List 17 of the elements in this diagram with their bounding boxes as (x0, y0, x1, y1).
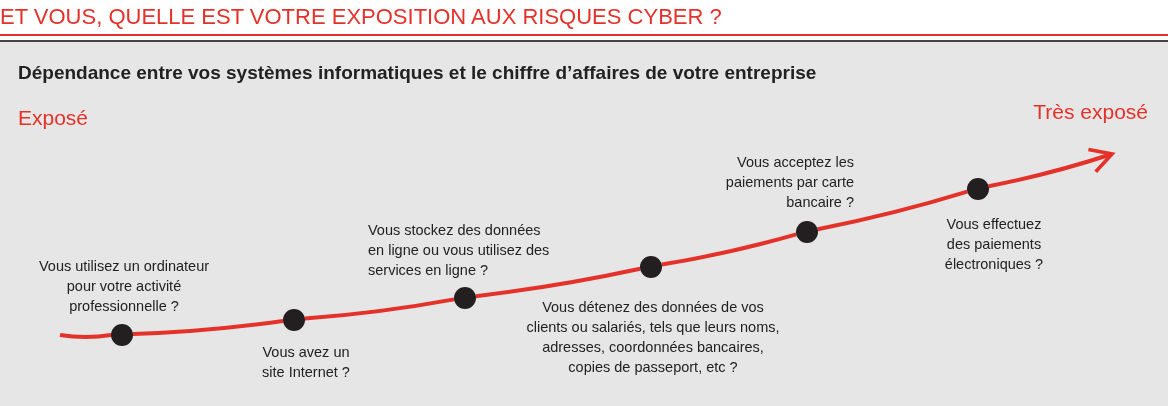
dot-marker (454, 287, 476, 309)
dot-marker (640, 256, 662, 278)
question-text: Vous détenez des données de vos clients ou salariés, tels que leurs noms, adresses, coordonnées bancaires, copies de passeport, etc ? (525, 298, 781, 377)
question-text: Vous utilisez un ordinateur pour votre activité professionnelle ? (37, 257, 211, 316)
dot-marker (967, 178, 989, 200)
dot-marker (283, 309, 305, 331)
scale-label: Exposé (18, 106, 89, 130)
page-title: ET VOUS, QUELLE EST VOTRE EXPOSITION AUX RISQUES CYBER ? (0, 4, 722, 30)
subtitle: Dépendance entre vos systèmes informatiques et le chiffre d’affaires de votre entreprise (18, 62, 817, 84)
question-text: Vous avez un site Internet ? (261, 343, 351, 382)
question-text: Vous stockez des données en ligne ou vous utilisez des services en ligne ? (368, 221, 551, 280)
dot-marker (796, 221, 818, 243)
scale-label: Très exposé (1033, 100, 1148, 124)
curve-arrow (988, 147, 1114, 189)
question-text: Vous effectuez des paiements électroniques ? (943, 215, 1045, 274)
question-text: Vous acceptez les paiements par carte bancaire ? (724, 153, 854, 212)
dot-marker (111, 324, 133, 346)
